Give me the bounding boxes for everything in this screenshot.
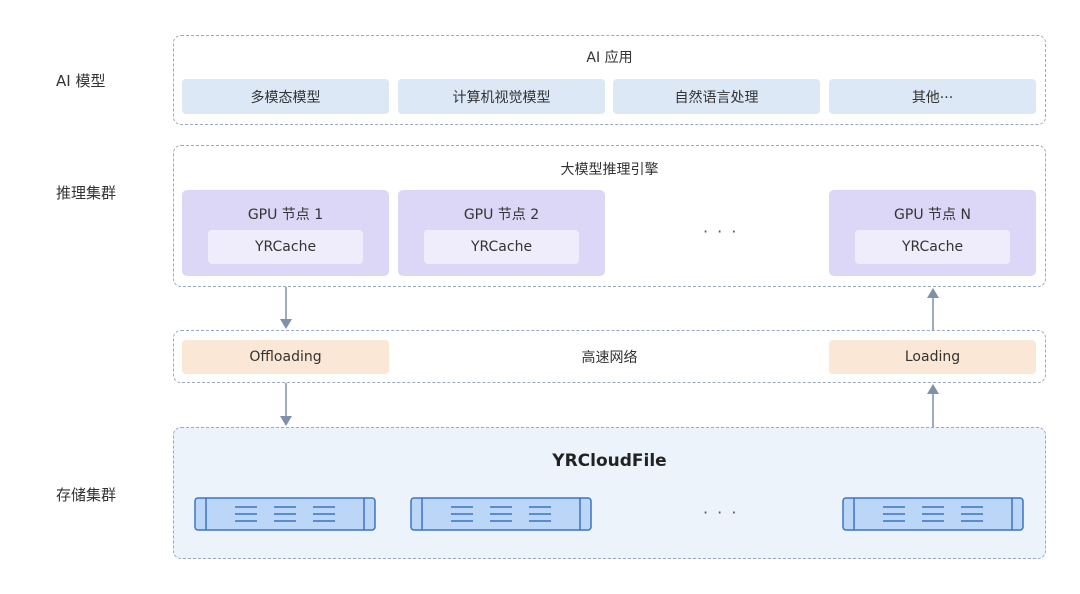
gpu-node-n: GPU 节点 N YRCache [829,190,1036,276]
app-computer-vision: 计算机视觉模型 [398,79,605,114]
gpu-node-title: GPU 节点 N [894,207,971,223]
row-label-inference-cluster: 推理集群 [56,184,117,202]
storage-disk-icon [842,497,1024,531]
arrow-down-offload-lower [280,383,292,426]
storage-disk-icon [194,497,376,531]
gpu-node-1: GPU 节点 1 YRCache [182,190,389,276]
gpu-node-title: GPU 节点 2 [463,207,540,223]
arrow-up-load-lower [927,384,939,427]
storage-group: YRCloudFile [173,427,1046,559]
ai-apps-group: AI 应用 [173,35,1046,125]
app-other: 其他··· [829,79,1036,114]
offloading-box: Offloading [182,340,389,374]
arrow-down-offload-upper [280,287,292,329]
yrcache-box: YRCache [208,230,363,264]
row-label-storage-cluster: 存储集群 [56,486,117,504]
storage-disk-icon [410,497,592,531]
app-nlp: 自然语言处理 [613,79,820,114]
inference-group: 大模型推理引擎 [173,145,1046,287]
row-label-ai-model: AI 模型 [56,72,106,90]
app-multimodal: 多模态模型 [182,79,389,114]
yrcache-box: YRCache [424,230,579,264]
gpu-ellipsis: · · · [703,222,739,241]
storage-ellipsis: · · · [703,503,739,522]
ai-apps-title: AI 应用 [586,50,633,66]
storage-title: YRCloudFile [552,451,667,471]
yrcache-box: YRCache [855,230,1010,264]
gpu-node-title: GPU 节点 1 [247,207,324,223]
network-title: 高速网络 [581,350,638,366]
gpu-node-2: GPU 节点 2 YRCache [398,190,605,276]
loading-box: Loading [829,340,1036,374]
network-group: 高速网络 [173,330,1046,383]
inference-engine-title: 大模型推理引擎 [560,162,659,178]
arrow-up-load-upper [927,288,939,330]
